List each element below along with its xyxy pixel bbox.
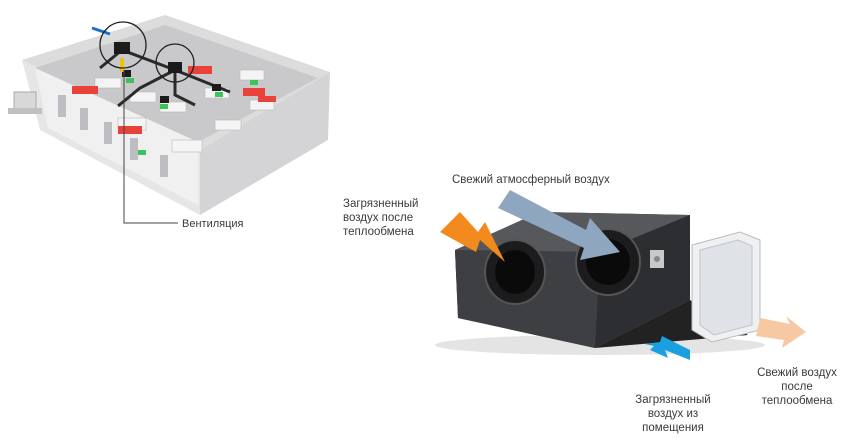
highlight-circle xyxy=(99,21,147,69)
mount-hole xyxy=(654,256,660,262)
room-air-arrow xyxy=(645,336,690,360)
dirty-room-air-line-2: воздух из xyxy=(647,408,699,420)
dirty-room-air-line-3: помещения xyxy=(642,422,704,434)
exhaust-after-label: Загрязненный воздух после теплообмена xyxy=(343,197,418,239)
blue-intake xyxy=(91,26,111,36)
fresh-in-arrow xyxy=(498,190,620,260)
exhaust-after-line-2: воздух после xyxy=(343,212,414,224)
ventilation-label: Вентиляция xyxy=(182,218,244,230)
fresh-after-line-1: Свежий воздух xyxy=(757,367,837,379)
dirty-room-air-label: Загрязненный воздух из помещения xyxy=(628,393,718,435)
unit-bottom xyxy=(458,300,748,348)
exhaust-after-line-1: Загрязненный xyxy=(343,198,419,210)
ventilation-units xyxy=(114,42,221,103)
hvac-green-units xyxy=(126,78,258,155)
yellow-duct xyxy=(120,58,124,72)
dirty-room-air-line-1: Загрязненный xyxy=(635,394,711,406)
right-wall xyxy=(200,72,330,215)
filter-insert xyxy=(699,239,753,336)
exhaust-after-line-3: теплообмена xyxy=(343,226,414,238)
ventilation-leader-line xyxy=(123,70,178,224)
exhaust-arrow xyxy=(440,212,505,262)
fresh-out-arrow xyxy=(756,316,806,348)
fresh-outdoor-air-label: Свежий атмосферный воздух xyxy=(452,174,610,186)
windows xyxy=(58,95,168,177)
hvac-red-units xyxy=(72,66,276,134)
fresh-after-line-3: теплообмена xyxy=(761,395,833,407)
outdoor-unit-base xyxy=(8,108,42,114)
front-wall-inner xyxy=(35,68,198,205)
fresh-after-line-2: после xyxy=(781,381,813,393)
fresh-after-label: Свежий воздух после теплообмена xyxy=(752,366,842,408)
highlight-circle xyxy=(155,43,195,83)
